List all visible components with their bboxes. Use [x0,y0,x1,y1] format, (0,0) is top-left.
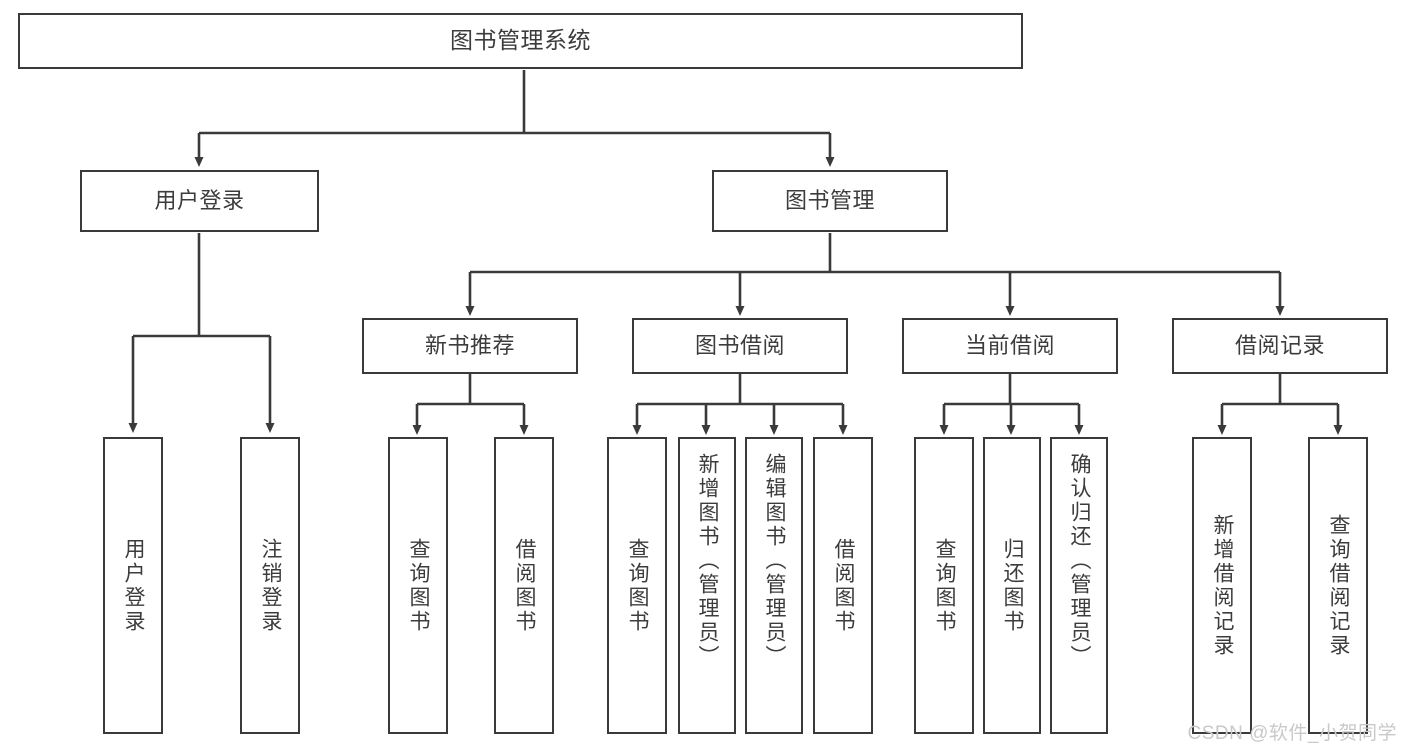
node-label: 用户登录 [122,537,146,634]
node-label: 借阅图书 [513,537,537,634]
node-label: 新增图书（管理员） [696,453,720,669]
node-book-borrowing[interactable]: 图书借阅 [632,318,848,374]
node-label: 归还图书 [1001,537,1025,634]
node-root-book-management-system[interactable]: 图书管理系统 [18,13,1023,69]
leaf-return-books[interactable]: 归还图书 [983,437,1041,734]
node-label: 借阅记录 [1234,333,1325,359]
node-label: 注销登录 [259,537,283,634]
leaf-user-login[interactable]: 用户登录 [103,437,163,734]
watermark-text: CSDN @软件_小贺同学 [1187,723,1397,744]
leaf-query-borrow-record[interactable]: 查询借阅记录 [1308,437,1368,734]
node-label: 查询图书 [933,537,957,634]
node-label: 查询图书 [407,537,431,634]
node-label: 新增借阅记录 [1211,513,1235,658]
node-label: 借阅图书 [832,537,856,634]
node-label: 编辑图书（管理员） [763,453,787,669]
node-label: 确认归还（管理员） [1068,453,1092,669]
node-new-book-recommendation[interactable]: 新书推荐 [362,318,578,374]
node-label: 当前借阅 [964,333,1055,359]
leaf-query-books-newbook[interactable]: 查询图书 [388,437,448,734]
node-book-management[interactable]: 图书管理 [712,170,948,232]
node-borrowing-records[interactable]: 借阅记录 [1172,318,1388,374]
node-label: 查询借阅记录 [1327,513,1351,658]
node-label: 新书推荐 [424,333,515,359]
leaf-borrow-books-borrow[interactable]: 借阅图书 [813,437,873,734]
leaf-query-books-borrow[interactable]: 查询图书 [607,437,667,734]
node-label: 图书管理系统 [450,27,591,54]
node-label: 图书管理 [784,188,875,214]
node-label: 图书借阅 [694,333,785,359]
node-label: 查询图书 [626,537,650,634]
leaf-logout[interactable]: 注销登录 [240,437,300,734]
leaf-edit-book-admin[interactable]: 编辑图书（管理员） [745,437,803,734]
leaf-confirm-return-admin[interactable]: 确认归还（管理员） [1050,437,1108,734]
leaf-add-book-admin[interactable]: 新增图书（管理员） [678,437,736,734]
leaf-add-borrow-record[interactable]: 新增借阅记录 [1192,437,1252,734]
leaf-borrow-books-newbook[interactable]: 借阅图书 [494,437,554,734]
node-user-login[interactable]: 用户登录 [80,170,319,232]
leaf-query-books-current[interactable]: 查询图书 [914,437,974,734]
node-label: 用户登录 [154,188,245,214]
node-current-borrowing[interactable]: 当前借阅 [902,318,1118,374]
